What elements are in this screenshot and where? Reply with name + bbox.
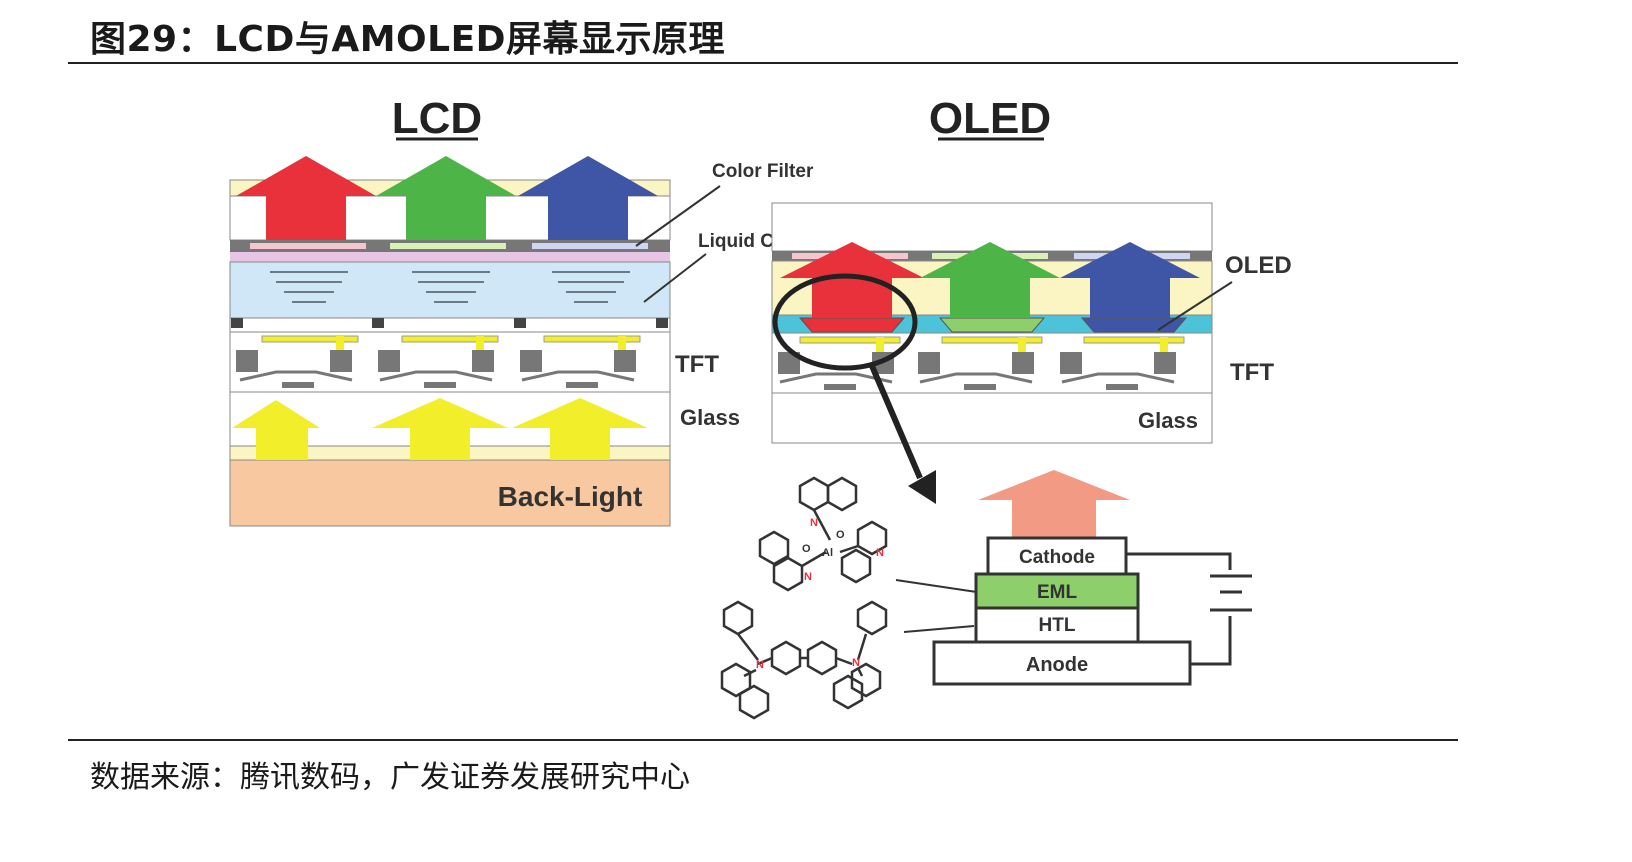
- lcd-green-arrow: [376, 156, 516, 240]
- atom-n-1: N: [810, 517, 818, 529]
- atom-n-3: N: [804, 571, 812, 583]
- bottom-rule: [68, 739, 1458, 741]
- top-rule: [68, 62, 1458, 64]
- cathode-layer: [986, 536, 1128, 576]
- atom-n-4: N: [756, 659, 764, 671]
- cathode-label: Cathode: [1019, 547, 1095, 568]
- oled-layer-label: OLED: [1225, 252, 1292, 279]
- eml-layer: [974, 572, 1140, 610]
- source-note: 数据来源：腾讯数码，广发证券发展研究中心: [90, 760, 690, 795]
- oled-red-arrow: [780, 242, 924, 318]
- lcd-blue-arrow: [518, 156, 658, 240]
- lcd-spacer-layer: [229, 317, 671, 333]
- molecule-structures: [720, 476, 888, 720]
- lcd-red-arrow: [236, 156, 376, 240]
- oled-encapsulation-glass: [771, 202, 1213, 252]
- anode-label: Anode: [1026, 654, 1088, 676]
- oled-panel: OLED: [771, 94, 1292, 504]
- zoom-ellipse: [772, 273, 918, 371]
- lcd-blue-filter: [532, 243, 648, 249]
- atom-n-5: N: [852, 657, 860, 669]
- oled-tft-label: TFT: [1230, 359, 1274, 386]
- emission-arrow: [978, 470, 1130, 540]
- htl-layer: [974, 606, 1140, 644]
- oled-glass-layer: [771, 392, 1213, 444]
- lcd-backlight-label: Back-Light: [498, 481, 643, 512]
- zoom-pointer-line: [869, 364, 923, 480]
- lcd-crystal-lines: [270, 271, 630, 303]
- battery-circuit: [1126, 552, 1252, 666]
- lcd-heading: LCD: [392, 94, 482, 143]
- atom-o-2: O: [836, 529, 845, 541]
- lcd-yellow-arrow-2: [372, 398, 508, 460]
- oled-green-subpixel: [938, 317, 1046, 333]
- lcd-red-filter: [250, 243, 366, 249]
- eml-pointer: [895, 579, 991, 595]
- atom-n-2: N: [876, 547, 884, 559]
- lcd-tft-cells: [236, 335, 641, 388]
- zoom-pointer-head: [908, 470, 936, 504]
- lcd-panel: LCD: [229, 94, 825, 527]
- atom-o-1: O: [802, 543, 811, 555]
- molecule-atom-labels: N O Al O N N N N: [756, 517, 884, 671]
- color-filter-label: Color Filter: [712, 161, 814, 182]
- lcd-glass-label: Glass: [680, 405, 740, 430]
- eml-label: EML: [1037, 582, 1078, 603]
- htl-label: HTL: [1039, 615, 1076, 636]
- alq3-molecule: [758, 476, 888, 592]
- color-filter-pointer: [635, 185, 721, 247]
- lcd-yellow-arrow-1: [232, 400, 320, 460]
- oled-blue-subpixel: [1080, 317, 1188, 333]
- anode-layer: [932, 640, 1192, 686]
- oled-tft-cells: [778, 336, 1185, 390]
- oled-layer-pointer: [1157, 281, 1233, 331]
- lcd-green-filter: [390, 243, 506, 249]
- htl-pointer: [903, 625, 975, 633]
- lcd-backlight-layer: [229, 459, 671, 527]
- npb-molecule: [720, 600, 888, 720]
- liquid-crystal-pointer: [643, 253, 707, 303]
- lcd-spacers: [231, 318, 668, 328]
- oled-heading: OLED: [929, 94, 1051, 143]
- oled-glass-label: Glass: [1138, 408, 1198, 433]
- oled-blue-arrow: [1060, 242, 1200, 318]
- lcd-tft-label: TFT: [675, 351, 719, 378]
- oled-red-subpixel: [798, 317, 906, 333]
- oled-green-arrow: [920, 242, 1060, 318]
- lcd-yellow-arrow-3: [512, 398, 648, 460]
- atom-al: Al: [822, 547, 833, 559]
- figure-title: 图29：LCD与AMOLED屏幕显示原理: [90, 19, 726, 60]
- lcd-liquid-crystal-layer: [229, 261, 671, 319]
- lcd-polarizer: [230, 252, 670, 262]
- oled-device-stack: Cathode EML HTL Anode: [932, 470, 1252, 686]
